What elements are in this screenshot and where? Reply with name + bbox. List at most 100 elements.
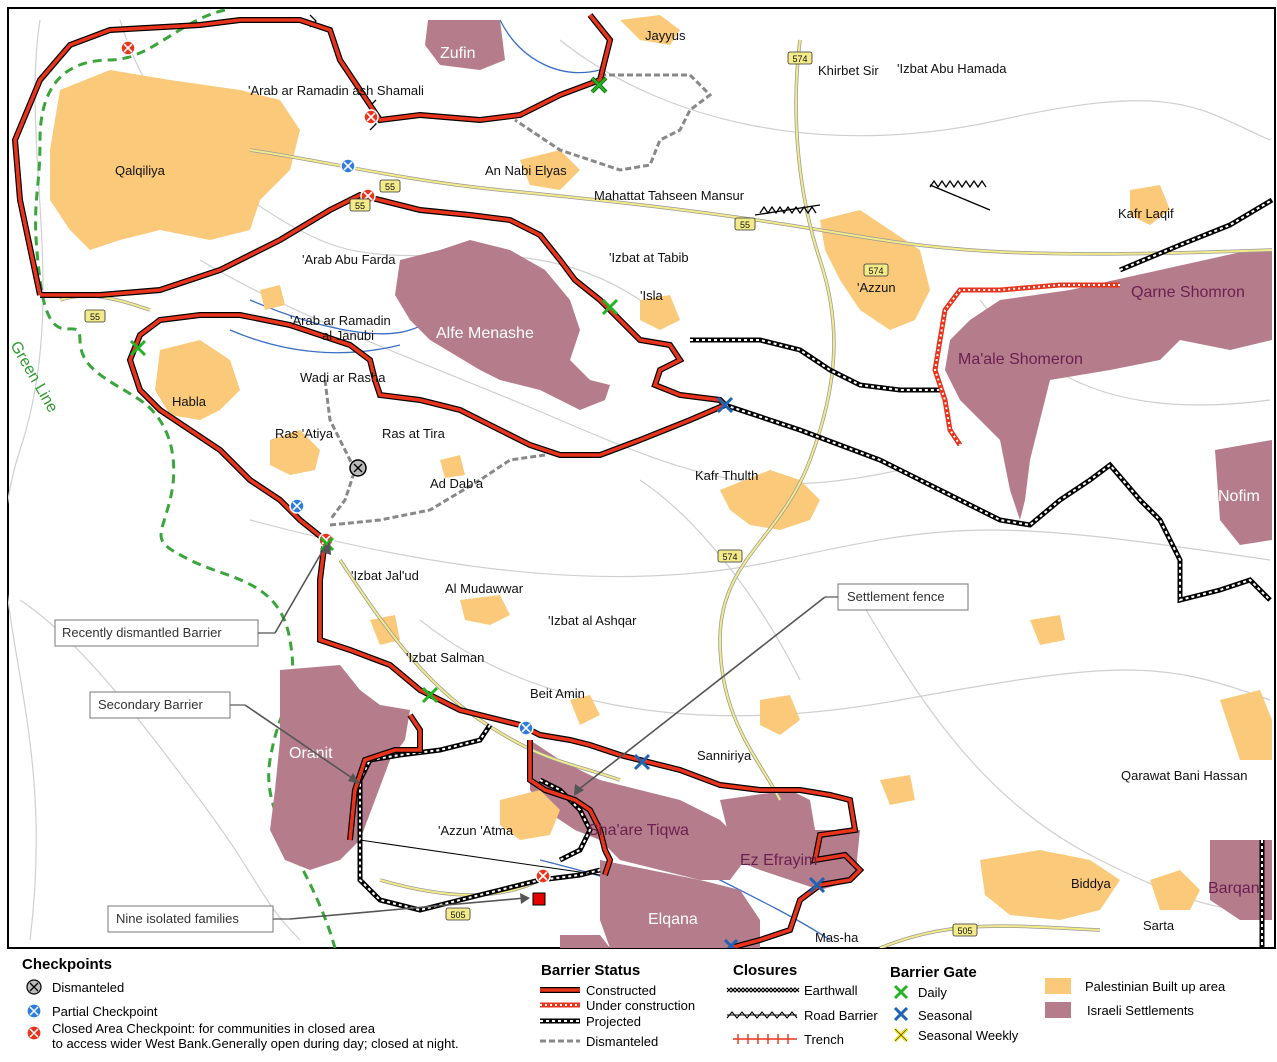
svg-text:55: 55 <box>740 220 750 230</box>
legend-daily: Daily <box>918 985 947 1000</box>
partial-checkpoint-icon <box>289 498 305 514</box>
legend-seasonal: Seasonal <box>918 1008 972 1023</box>
legend-constructed: Constructed <box>586 983 656 998</box>
settlement-shaare-tiqwa: Sha'are Tiqwa <box>588 822 689 839</box>
daily-gate-icon <box>893 984 909 1000</box>
seasonal-gate-icon <box>723 938 739 948</box>
partial-checkpoint-icon <box>518 720 534 736</box>
callout-settlement-fence: Settlement fence <box>574 583 969 796</box>
settlement-qarne-shomron: Qarne Shomron <box>1131 284 1245 301</box>
place-biddya: Biddya <box>1071 876 1112 891</box>
svg-text:Settlement fence: Settlement fence <box>847 589 945 604</box>
place-kafr-thulth: Kafr Thulth <box>695 468 758 483</box>
seasonal-gate-icon <box>893 1006 909 1022</box>
daily-gate-icon <box>129 339 147 357</box>
svg-text:574: 574 <box>792 54 807 64</box>
road-shield-55: 55 <box>734 217 756 231</box>
svg-text:55: 55 <box>90 312 100 322</box>
legend-checkpoints-title: Checkpoints <box>22 956 112 973</box>
place-mahattat: Mahattat Tahseen Mansur <box>594 188 745 203</box>
place-izbat-salman: 'Izbat Salman <box>406 650 484 665</box>
legend-road-barrier-swatch <box>726 1011 798 1019</box>
svg-text:Nine isolated families: Nine isolated families <box>116 911 239 926</box>
daily-gate-icon <box>591 77 607 93</box>
legend-closures-title: Closures <box>733 962 797 979</box>
legend-seasonal-weekly: Seasonal Weekly <box>918 1028 1019 1043</box>
legend-partial-checkpoint: Partial Checkpoint <box>52 1004 158 1019</box>
settlement-maale-shomeron: Ma'ale Shomeron <box>958 351 1083 368</box>
road-shield-55: 55 <box>84 309 106 323</box>
legend-israeli-swatch <box>1045 1002 1071 1018</box>
partial-checkpoint-icon <box>340 158 356 174</box>
closed-checkpoint-icon <box>120 40 136 56</box>
svg-text:574: 574 <box>868 266 883 276</box>
seasonal-weekly-gate-outline <box>894 1028 908 1042</box>
place-kafr-laqif: Kafr Laqif <box>1118 206 1174 221</box>
place-izbat-ashqar: 'Izbat al Ashqar <box>548 613 637 628</box>
road-shield-574: 574 <box>787 51 813 65</box>
legend-palestinian-swatch <box>1045 978 1071 994</box>
daily-gate-icon <box>421 686 439 704</box>
place-habla: Habla <box>172 394 207 409</box>
seasonal-gate-icon <box>808 876 826 894</box>
road-shield-55: 55 <box>349 198 371 212</box>
settlement-ez-efrayim: Ez Efrayim <box>740 852 817 869</box>
partial-checkpoint-icon <box>26 1003 42 1019</box>
legend-palestinian: Palestinian Built up area <box>1085 979 1226 994</box>
place-arab-ramadin-janubi-2: al Janubi <box>322 328 374 343</box>
daily-gate-icon <box>319 536 335 552</box>
isolated-families-marker <box>532 892 546 906</box>
palestinian-built-up <box>50 15 1272 920</box>
legend-trench: Trench <box>804 1032 844 1047</box>
place-qarawat: Qarawat Bani Hassan <box>1121 768 1247 783</box>
legend-earthwall-swatch <box>726 987 800 993</box>
place-izbat-jalud: 'Izbat Jal'ud <box>351 568 419 583</box>
settlement-zufin: Zufin <box>440 45 476 62</box>
svg-text:55: 55 <box>355 201 365 211</box>
place-azzun-atma: 'Azzun 'Atma <box>438 823 514 838</box>
svg-text:574: 574 <box>722 552 737 562</box>
legend-earthwall: Earthwall <box>804 983 858 998</box>
seasonal-gate-icon <box>633 753 651 771</box>
place-qalqiliya: Qalqiliya <box>115 163 166 178</box>
callout-recently-dismantled: Recently dismantled Barrier <box>54 541 331 647</box>
svg-text:55: 55 <box>385 182 395 192</box>
legend-trench-swatch <box>733 1034 797 1044</box>
place-jayyus: Jayyus <box>645 28 686 43</box>
constructed-barrier <box>11 13 865 948</box>
svg-text:505: 505 <box>957 926 972 936</box>
place-arab-ramadin-shamali: 'Arab ar Ramadin ash Shamali <box>248 83 424 98</box>
callout-secondary-barrier: Secondary Barrier <box>89 691 360 784</box>
closed-checkpoint-icon <box>535 868 551 884</box>
israeli-settlements <box>270 20 1272 948</box>
place-mas-ha: Mas-ha <box>815 930 859 945</box>
callout-nine-families: Nine isolated families <box>107 893 530 933</box>
place-arab-abu-farda: 'Arab Abu Farda <box>302 252 396 267</box>
dismantled-barrier <box>323 73 713 527</box>
place-ad-daba: Ad Dab'a <box>430 476 484 491</box>
closed-checkpoint-icon <box>363 109 379 125</box>
dismantled-checkpoint-icon <box>26 979 42 995</box>
place-sarta: Sarta <box>1143 918 1175 933</box>
legend: Checkpoints Dismanteled Partial Checkpoi… <box>22 956 1226 1051</box>
settlement-alfe-menashe: Alfe Menashe <box>436 325 534 342</box>
under-construction-barrier <box>932 282 1120 447</box>
legend-under-construction: Under construction <box>586 998 695 1013</box>
svg-text:Recently dismantled Barrier: Recently dismantled Barrier <box>62 625 222 640</box>
dismantled-checkpoint-icon <box>349 459 367 477</box>
road-shield-55: 55 <box>379 179 401 193</box>
place-al-mudawwar: Al Mudawwar <box>445 581 524 596</box>
seasonal-gate-icon <box>716 396 734 414</box>
settlement-barqan: Barqan <box>1208 880 1260 897</box>
place-arab-ramadin-janubi: 'Arab ar Ramadin <box>290 313 391 328</box>
place-ras-tira: Ras at Tira <box>382 426 446 441</box>
legend-projected: Projected <box>586 1014 641 1029</box>
legend-dismanteled: Dismanteled <box>52 980 124 995</box>
place-sanniriya: Sanniriya <box>697 748 752 763</box>
legend-road-barrier: Road Barrier <box>804 1008 878 1023</box>
closed-checkpoint-icon <box>26 1025 42 1041</box>
svg-text:505: 505 <box>450 910 465 920</box>
place-an-nabi-elyas: An Nabi Elyas <box>485 163 567 178</box>
